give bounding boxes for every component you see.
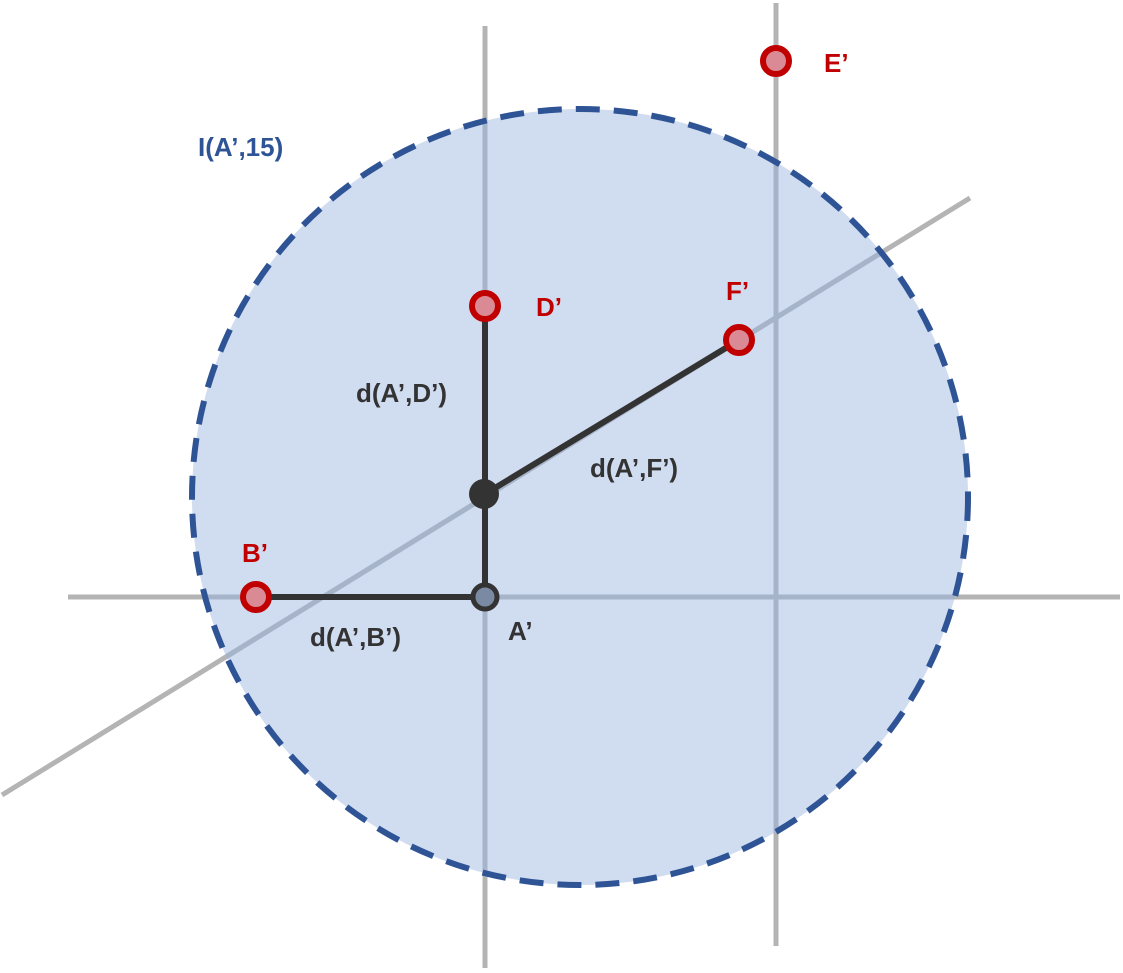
point-midpoint	[469, 479, 499, 509]
point-a-label: A’	[508, 616, 533, 646]
circle-label: I(A’,15)	[198, 132, 283, 162]
point-d	[469, 290, 501, 322]
distance-segments	[253, 303, 742, 600]
region-circle-fill	[192, 109, 968, 885]
distance-a-d-label: d(A’,D’)	[356, 378, 447, 408]
point-a	[470, 582, 500, 612]
distance-a-b-label: d(A’,B’)	[310, 622, 401, 652]
distance-a-f-label: d(A’,F’)	[590, 453, 678, 483]
point-e	[760, 45, 792, 77]
point-b-label: B’	[242, 538, 268, 568]
point-e-label: E’	[824, 48, 849, 78]
red-points	[240, 45, 792, 613]
point-f	[723, 324, 755, 356]
point-f-label: F’	[726, 276, 749, 306]
segment-mid-f	[482, 337, 742, 497]
point-b	[240, 581, 272, 613]
point-d-label: D’	[536, 292, 562, 322]
region-circle-boundary	[189, 106, 971, 888]
